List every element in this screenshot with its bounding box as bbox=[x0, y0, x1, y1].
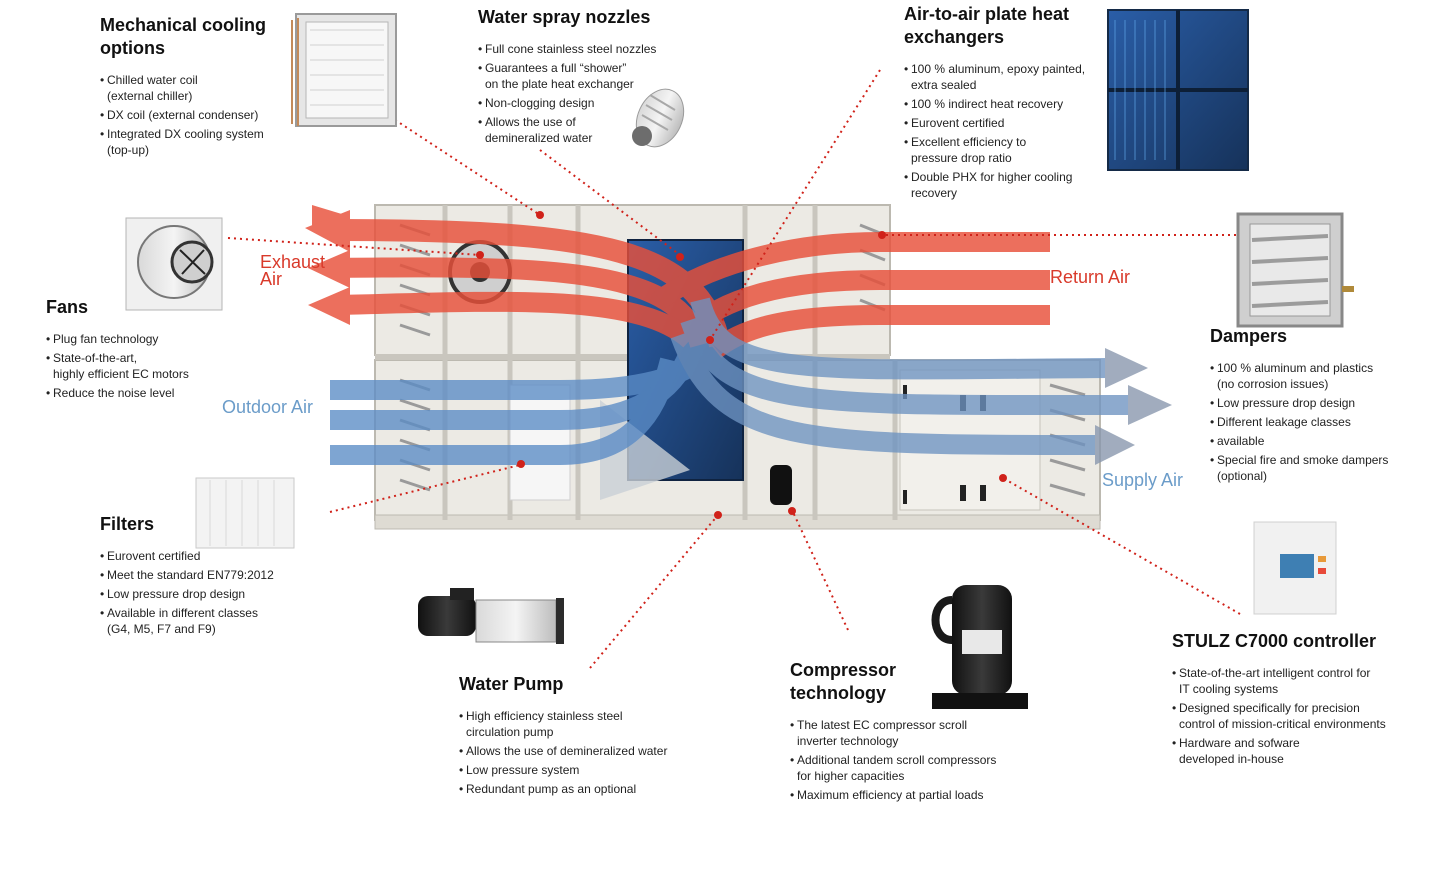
callout-title: STULZ C7000 controller bbox=[1172, 631, 1377, 651]
list-item: Different leakage classes bbox=[1210, 414, 1410, 430]
damper-icon bbox=[1236, 212, 1354, 328]
scroll-compressor-icon bbox=[931, 585, 1028, 709]
callout-title: Water spray nozzles bbox=[478, 7, 651, 27]
list-item: State-of-the-art intelligent control for… bbox=[1172, 665, 1412, 697]
callout-title: Air-to-air plate heat exchangers bbox=[904, 4, 1070, 47]
list-item: Integrated DX cooling system (top-up) bbox=[100, 126, 290, 158]
callout-water-spray: Water spray nozzles Full cone stainless … bbox=[478, 6, 678, 149]
supply-arrow-head-2 bbox=[1128, 385, 1172, 425]
list-item: Excellent efficiency to pressure drop ra… bbox=[904, 134, 1104, 166]
list-item: Plug fan technology bbox=[46, 331, 216, 347]
callout-controller: STULZ C7000 controller State-of-the-art … bbox=[1172, 630, 1412, 770]
list-item: Low pressure drop design bbox=[100, 586, 300, 602]
cold-air-flows bbox=[330, 297, 1172, 465]
controller-icon bbox=[1253, 521, 1337, 615]
callout-title: Filters bbox=[100, 514, 155, 534]
exhaust-air-label: Exhaust Air bbox=[260, 252, 326, 289]
supply-arrow-head-1 bbox=[1105, 348, 1148, 388]
list-item: Non-clogging design bbox=[478, 95, 678, 111]
return-air-label: Return Air bbox=[1050, 267, 1131, 287]
list-item: Double PHX for higher cooling recovery bbox=[904, 169, 1104, 201]
leader-mechanical-cooling bbox=[379, 109, 541, 216]
callout-plate-heat: Air-to-air plate heat exchangers 100 % a… bbox=[904, 3, 1104, 204]
water-pump-icon bbox=[418, 588, 564, 644]
callout-list: State-of-the-art intelligent control for… bbox=[1172, 665, 1412, 767]
supply-air-label: Supply Air bbox=[1102, 470, 1184, 490]
list-item: Guarantees a full “shower” on the plate … bbox=[478, 60, 678, 92]
callout-title: Mechanical cooling options bbox=[100, 15, 267, 58]
list-item: 100 % aluminum and plastics (no corrosio… bbox=[1210, 360, 1410, 392]
list-item: Eurovent certified bbox=[100, 548, 300, 564]
list-item: State-of-the-art, highly efficient EC mo… bbox=[46, 350, 216, 382]
callout-fans: Fans Plug fan technology State-of-the-ar… bbox=[46, 296, 216, 404]
leader-water-pump bbox=[589, 514, 719, 669]
list-item: Additional tandem scroll compressors for… bbox=[790, 752, 1010, 784]
callout-water-pump: Water Pump High efficiency stainless ste… bbox=[459, 673, 689, 800]
exhaust-arrow-head-1 bbox=[305, 210, 350, 252]
leader-filters bbox=[329, 464, 521, 513]
list-item: Low pressure drop design bbox=[1210, 395, 1410, 411]
list-item: Redundant pump as an optional bbox=[459, 781, 689, 797]
callout-list: 100 % aluminum and plastics (no corrosio… bbox=[1210, 360, 1410, 484]
callout-list: The latest EC compressor scroll inverter… bbox=[790, 717, 1010, 803]
list-item: Eurovent certified bbox=[904, 115, 1104, 131]
plug-fan-icon bbox=[125, 217, 223, 311]
list-item: Chilled water coil (external chiller) bbox=[100, 72, 290, 104]
exhaust-arrow-head-3 bbox=[308, 287, 350, 325]
callout-compressor: Compressor technology The latest EC comp… bbox=[790, 659, 1010, 806]
list-item: Reduce the noise level bbox=[46, 385, 216, 401]
list-item: DX coil (external condenser) bbox=[100, 107, 290, 123]
list-item: available bbox=[1210, 433, 1410, 449]
callout-title: Dampers bbox=[1210, 326, 1288, 346]
leader-water-spray bbox=[539, 149, 681, 256]
list-item: Full cone stainless steel nozzles bbox=[478, 41, 678, 57]
callout-list: Chilled water coil (external chiller) DX… bbox=[100, 72, 290, 158]
list-item: The latest EC compressor scroll inverter… bbox=[790, 717, 1010, 749]
bag-filter-icon bbox=[195, 477, 295, 549]
list-item: Allows the use of demineralized water bbox=[478, 114, 678, 146]
outdoor-air-label: Outdoor Air bbox=[222, 397, 314, 417]
list-item: 100 % indirect heat recovery bbox=[904, 96, 1104, 112]
callout-list: High efficiency stainless steel circulat… bbox=[459, 708, 689, 797]
leader-plate-heat bbox=[709, 69, 881, 341]
callout-list: Full cone stainless steel nozzles Guaran… bbox=[478, 41, 678, 146]
callout-title: Fans bbox=[46, 297, 89, 317]
exhaust-arrow-head-2 bbox=[308, 250, 350, 288]
list-item: Hardware and sofware developed in-house bbox=[1172, 735, 1412, 767]
leader-dots bbox=[476, 211, 1007, 519]
plate-heat-exchanger-icon bbox=[1107, 9, 1249, 171]
callout-dampers: Dampers 100 % aluminum and plastics (no … bbox=[1210, 325, 1410, 487]
callout-title: Compressor technology bbox=[790, 660, 897, 703]
list-item: Designed specifically for precision cont… bbox=[1172, 700, 1412, 732]
callout-filters: Filters Eurovent certified Meet the stan… bbox=[100, 513, 300, 640]
callout-title: Water Pump bbox=[459, 674, 564, 694]
list-item: Available in different classes (G4, M5, … bbox=[100, 605, 300, 637]
callout-list: 100 % aluminum, epoxy painted, extra sea… bbox=[904, 61, 1104, 201]
list-item: High efficiency stainless steel circulat… bbox=[459, 708, 689, 740]
callout-mechanical-cooling: Mechanical cooling options Chilled water… bbox=[100, 14, 290, 161]
callout-list: Plug fan technology State-of-the-art, hi… bbox=[46, 331, 216, 401]
leader-compressor bbox=[791, 509, 849, 631]
leader-fans bbox=[227, 237, 481, 256]
list-item: Allows the use of demineralized water bbox=[459, 743, 689, 759]
list-item: Special fire and smoke dampers (optional… bbox=[1210, 452, 1410, 484]
list-item: Low pressure system bbox=[459, 762, 689, 778]
cooling-coil-icon bbox=[291, 13, 397, 127]
leader-lines bbox=[227, 69, 1241, 669]
list-item: 100 % aluminum, epoxy painted, extra sea… bbox=[904, 61, 1104, 93]
supply-arrow-head-3 bbox=[1095, 425, 1135, 465]
callout-list: Eurovent certified Meet the standard EN7… bbox=[100, 548, 300, 637]
list-item: Meet the standard EN779:2012 bbox=[100, 567, 300, 583]
list-item: Maximum efficiency at partial loads bbox=[790, 787, 1010, 803]
